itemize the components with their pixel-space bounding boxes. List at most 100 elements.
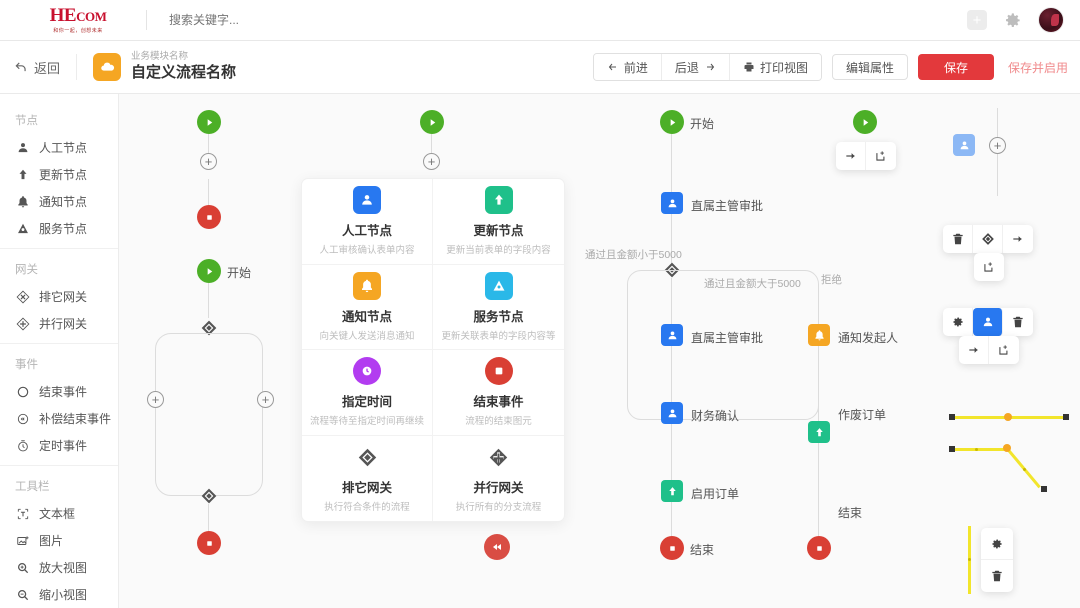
sidebar-item-service-node[interactable]: 服务节点 xyxy=(0,215,118,242)
bell-icon xyxy=(362,279,372,292)
mini-toolbar-2[interactable] xyxy=(943,225,1033,253)
edge-handle-start[interactable] xyxy=(949,446,955,452)
add-node-icon[interactable] xyxy=(989,336,1019,364)
rewind-button[interactable] xyxy=(484,534,510,560)
gateway-icon[interactable] xyxy=(973,225,1003,253)
sidebar-item-zoom-in[interactable]: 放大视图 xyxy=(0,554,118,581)
add-node-icon[interactable] xyxy=(866,142,896,170)
edge-midpoint-handle[interactable] xyxy=(1003,444,1011,452)
edge-handle-end[interactable] xyxy=(1063,414,1069,420)
mini-toolbar-3-secondary[interactable] xyxy=(959,336,1019,364)
palette-item-timer[interactable]: 指定时间 流程等待至指定时间再继续 xyxy=(302,350,433,436)
sidebar-section-tools: 工具栏 文本框 图片 放大视图 缩小视图 ? 查看帮助 xyxy=(0,466,118,608)
palette-item-update-node[interactable]: 更新节点 更新当前表单的字段内容 xyxy=(433,179,564,265)
sidebar-item-compensate-end-event[interactable]: 补偿结束事件 xyxy=(0,405,118,432)
edge-midpoint-handle[interactable] xyxy=(1004,413,1012,421)
sidebar-item-parallel-gateway[interactable]: 并行网关 xyxy=(0,310,118,337)
user-icon xyxy=(668,198,676,207)
demo-add-node-plus[interactable]: + xyxy=(989,137,1006,154)
gear-icon[interactable] xyxy=(1003,11,1022,30)
gear-icon[interactable] xyxy=(981,528,1013,560)
backward-button[interactable]: 后退 xyxy=(661,54,730,80)
flow-node-manager-approve-1[interactable] xyxy=(661,192,683,214)
save-button[interactable]: 保存 xyxy=(917,54,994,80)
logo[interactable]: HECOM 和你一起，创想未来 xyxy=(18,6,138,34)
start-node-mid[interactable] xyxy=(420,110,444,134)
palette-desc-user: 人工审核确认表单内容 xyxy=(319,245,415,257)
edit-properties-button[interactable]: 编辑属性 xyxy=(831,54,908,80)
palette-item-exclusive-gateway[interactable]: 排它网关 执行符合条件的流程 xyxy=(302,435,433,521)
flow-node-notify-initiator[interactable] xyxy=(808,324,830,346)
palette-item-notify-node[interactable]: 通知节点 向关键人发送消息通知 xyxy=(302,264,433,350)
flow-end-node-right[interactable] xyxy=(807,536,831,560)
sidebar-item-end-event[interactable]: 结束事件 xyxy=(0,378,118,405)
trash-icon[interactable] xyxy=(1003,308,1033,336)
palette-item-parallel-gateway[interactable]: 并行网关 执行所有的分支流程 xyxy=(433,436,564,522)
start-node-left[interactable] xyxy=(197,110,221,134)
flow-edge-7 xyxy=(818,346,819,421)
end-node-loop[interactable] xyxy=(197,531,221,555)
flow-end-node-left[interactable] xyxy=(660,536,684,560)
gateway-node-top-left[interactable] xyxy=(201,320,217,336)
sidebar-item-textbox[interactable]: 文本框 xyxy=(0,500,118,527)
sidebar-item-timer-event[interactable]: 定时事件 xyxy=(0,432,118,459)
plus-icon[interactable]: + xyxy=(967,10,987,30)
arrow-icon[interactable] xyxy=(1003,225,1033,253)
back-button[interactable]: 返回 xyxy=(14,58,60,77)
search-input[interactable] xyxy=(169,13,409,27)
demo-start-node[interactable] xyxy=(853,110,877,134)
mini-toolbar-3[interactable] xyxy=(943,308,1033,336)
mini-toolbar-2-secondary[interactable] xyxy=(974,253,1004,281)
sidebar-label-timer-event: 定时事件 xyxy=(39,439,88,453)
selected-edge-straight[interactable] xyxy=(949,412,1069,422)
sidebar-item-notify-node[interactable]: 通知节点 xyxy=(0,188,118,215)
add-node-icon[interactable] xyxy=(974,253,1004,281)
gear-icon[interactable] xyxy=(943,308,973,336)
parallel-gateway-icon xyxy=(489,448,508,466)
edge-small-handle-1[interactable] xyxy=(975,448,978,451)
save-and-enable-button[interactable]: 保存并启用 xyxy=(1007,60,1068,75)
start-node-loop[interactable] xyxy=(197,259,221,283)
flow-node-void-order[interactable] xyxy=(808,421,830,443)
add-node-plus-mid[interactable]: + xyxy=(423,153,440,170)
add-node-plus-loop-right[interactable]: + xyxy=(257,391,274,408)
search-box[interactable] xyxy=(169,11,409,29)
sidebar-item-exclusive-gateway[interactable]: 排它网关 xyxy=(0,283,118,310)
palette-item-service-node[interactable]: 服务节点 更新关联表单的字段内容等 xyxy=(433,265,564,350)
mini-toolbar-4[interactable] xyxy=(981,528,1013,592)
arrow-icon[interactable] xyxy=(836,142,866,170)
node-palette-panel[interactable]: 人工节点 人工审核确认表单内容 更新节点 更新当前表单的字段内容 通知节点 向关… xyxy=(301,178,565,522)
flow-node-finance-confirm[interactable] xyxy=(661,402,683,424)
avatar[interactable] xyxy=(1038,7,1064,33)
print-view-button[interactable]: 打印视图 xyxy=(729,54,821,80)
add-node-plus-loop-left[interactable]: + xyxy=(147,391,164,408)
sidebar-item-zoom-out[interactable]: 缩小视图 xyxy=(0,581,118,608)
arrow-icon[interactable] xyxy=(959,336,989,364)
sidebar-label-exclusive-gateway: 排它网关 xyxy=(39,290,88,304)
gateway-node-bottom-left[interactable] xyxy=(201,488,217,504)
end-node-left[interactable] xyxy=(197,205,221,229)
flow-start-node[interactable] xyxy=(660,110,684,134)
sidebar-item-update-node[interactable]: 更新节点 xyxy=(0,161,118,188)
forward-button[interactable]: 前进 xyxy=(593,54,662,80)
edge-small-handle-2[interactable] xyxy=(1023,468,1026,471)
user-icon xyxy=(668,330,676,339)
edge-handle-start[interactable] xyxy=(949,414,955,420)
add-node-plus-left[interactable]: + xyxy=(200,153,217,170)
sidebar-item-user-node[interactable]: 人工节点 xyxy=(0,134,118,161)
trash-icon[interactable] xyxy=(943,225,973,253)
edge-handle-end[interactable] xyxy=(1041,486,1047,492)
palette-item-end-event[interactable]: 结束事件 流程的结束图元 xyxy=(433,350,564,436)
flow-node-manager-approve-2[interactable] xyxy=(661,324,683,346)
selected-edge-bent[interactable] xyxy=(949,444,1069,504)
trash-icon[interactable] xyxy=(981,560,1013,592)
edge-vertical-handle[interactable] xyxy=(968,558,971,561)
flow-canvas[interactable]: + 开始 + + + xyxy=(119,94,1080,608)
flow-node-enable-order[interactable] xyxy=(661,480,683,502)
mini-toolbar-1[interactable] xyxy=(836,142,896,170)
user-node-icon[interactable] xyxy=(973,308,1003,336)
page-title[interactable]: 自定义流程名称 xyxy=(131,64,237,82)
demo-node-user-light[interactable] xyxy=(953,134,975,156)
palette-item-user-node[interactable]: 人工节点 人工审核确认表单内容 xyxy=(302,179,433,265)
sidebar-item-image[interactable]: 图片 xyxy=(0,527,118,554)
